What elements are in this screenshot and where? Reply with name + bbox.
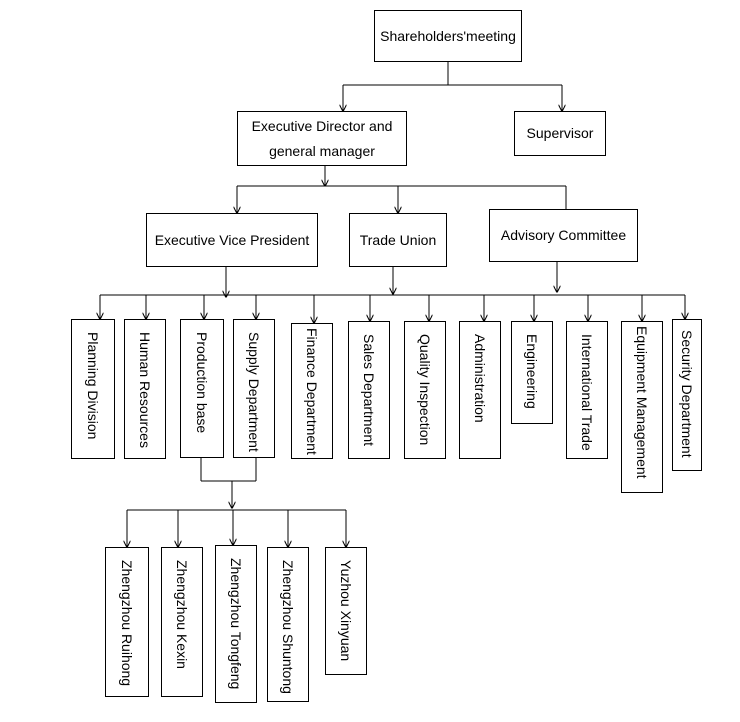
department-label: Planning Division: [85, 332, 101, 440]
subsidiary-box: Zhengzhou Tongfeng: [215, 545, 257, 703]
subsidiary-box: Zhengzhou Ruihong: [105, 547, 149, 697]
department-box: International Trade: [566, 321, 608, 459]
department-label: Production base: [194, 332, 210, 434]
subsidiary-box: Zhengzhou Shuntong: [267, 547, 309, 702]
department-box: Equipment Management: [621, 321, 663, 493]
supervisor-box: Supervisor: [514, 111, 606, 156]
subsidiary-box: Zhengzhou Kexin: [161, 547, 203, 697]
subsidiary-label: Zhengzhou Kexin: [174, 560, 190, 669]
department-label: Administration: [472, 334, 488, 423]
supervisor-label: Supervisor: [526, 125, 594, 141]
advisory-committee-label: Advisory Committee: [500, 227, 627, 243]
department-box: Sales Department: [348, 321, 390, 459]
executive-vp-box: Executive Vice President: [146, 213, 318, 267]
department-box: Security Department: [672, 319, 702, 471]
department-label: Security Department: [679, 330, 695, 458]
executive-vp-label: Executive Vice President: [154, 231, 310, 248]
department-box: Supply Department: [233, 319, 275, 458]
department-box: Quality Inspection: [404, 321, 446, 459]
advisory-committee-box: Advisory Committee: [489, 209, 638, 262]
subsidiary-box: Yuzhou Xinyuan: [325, 547, 367, 675]
trade-union-label: Trade Union: [359, 231, 437, 248]
department-label: International Trade: [579, 334, 595, 451]
shareholders-meeting-label: Shareholders'meeting: [380, 27, 516, 44]
department-label: Supply Department: [246, 332, 262, 452]
department-box: Planning Division: [71, 319, 115, 459]
department-box: Engineering: [511, 321, 553, 424]
trade-union-box: Trade Union: [349, 213, 447, 267]
subsidiary-label: Zhengzhou Tongfeng: [228, 558, 244, 690]
department-box: Administration: [459, 321, 501, 459]
department-box: Human Resources: [124, 319, 166, 459]
department-label: Sales Department: [361, 334, 377, 447]
executive-director-label: Executive Director and general manager: [251, 117, 393, 159]
department-box: Finance Department: [291, 323, 333, 459]
department-label: Human Resources: [137, 332, 153, 448]
subsidiary-label: Yuzhou Xinyuan: [338, 560, 354, 662]
department-box: Production base: [180, 319, 224, 458]
department-label: Engineering: [524, 334, 540, 409]
department-label: Equipment Management: [634, 326, 650, 479]
subsidiary-label: Zhengzhou Shuntong: [280, 560, 296, 694]
shareholders-meeting-box: Shareholders'meeting: [374, 10, 522, 62]
department-label: Quality Inspection: [417, 334, 433, 446]
department-label: Finance Department: [304, 328, 320, 455]
subsidiary-label: Zhengzhou Ruihong: [119, 560, 135, 687]
executive-director-box: Executive Director and general manager: [237, 111, 407, 166]
